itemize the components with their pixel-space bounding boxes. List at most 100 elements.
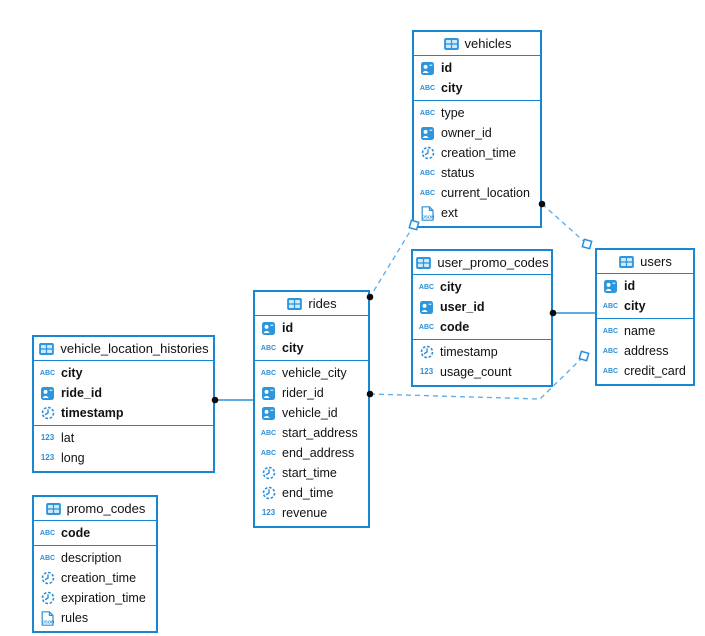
table-icon: [415, 256, 432, 269]
column-name: usage_count: [440, 364, 512, 379]
column-name: city: [440, 279, 462, 294]
column-row: owner_id: [414, 123, 540, 143]
table-icon: [618, 255, 635, 268]
column-row: timestamp: [34, 403, 213, 423]
number-type-icon: 123: [419, 367, 434, 376]
column-row: id: [597, 276, 693, 296]
column-name: start_time: [282, 465, 337, 480]
column-row: expiration_time: [34, 588, 156, 608]
table-header: rides: [255, 292, 368, 316]
uuid-type-icon: [418, 300, 435, 314]
column-name: owner_id: [441, 125, 492, 140]
column-name: start_address: [282, 425, 358, 440]
column-name: name: [624, 323, 656, 338]
column-name: end_time: [282, 485, 334, 500]
column-name: end_address: [282, 445, 355, 460]
table-title: vehicle_location_histories: [60, 341, 209, 356]
string-type-icon: ABC: [39, 554, 56, 562]
string-type-icon: ABC: [419, 169, 436, 177]
table-icon: [38, 342, 55, 355]
table-title: user_promo_codes: [437, 255, 549, 270]
column-row: user_id: [413, 297, 551, 317]
column-name: id: [624, 278, 636, 293]
string-type-icon: ABC: [602, 367, 619, 375]
column-name: ext: [441, 205, 458, 220]
relation-endpoint-square: [578, 350, 590, 362]
column-name: status: [441, 165, 475, 180]
column-name: rider_id: [282, 385, 324, 400]
string-type-icon: ABC: [602, 302, 619, 310]
json-type-icon: JSON: [39, 610, 56, 626]
number-type-icon: 123: [40, 433, 55, 442]
column-row: ABC vehicle_city: [255, 363, 368, 383]
column-name: expiration_time: [61, 590, 146, 605]
column-row: id: [414, 58, 540, 78]
column-name: code: [440, 319, 470, 334]
number-type-icon: 123: [40, 453, 55, 462]
string-type-icon: ABC: [39, 529, 56, 537]
timestamp-type-icon: [418, 345, 435, 359]
column-name: long: [61, 450, 85, 465]
string-type-icon: ABC: [260, 369, 277, 377]
uuid-type-icon: [602, 279, 619, 293]
string-type-icon: ABC: [419, 84, 436, 92]
column-name: revenue: [282, 505, 328, 520]
table-title: users: [640, 254, 672, 269]
column-name: user_id: [440, 299, 485, 314]
column-name: current_location: [441, 185, 530, 200]
relation-endpoint-square: [581, 238, 593, 250]
table-icon: [443, 37, 460, 50]
column-row: ride_id: [34, 383, 213, 403]
column-row: ABC description: [34, 548, 156, 568]
relation-line: [541, 203, 588, 245]
table-icon: [45, 502, 62, 515]
timestamp-type-icon: [39, 571, 56, 585]
uuid-type-icon: [419, 61, 436, 75]
relation-line: [369, 224, 415, 298]
uuid-type-icon: [260, 406, 277, 420]
timestamp-type-icon: [39, 406, 56, 420]
string-type-icon: ABC: [260, 344, 277, 352]
column-name: city: [61, 365, 83, 380]
table-header: vehicles: [414, 32, 540, 56]
column-name: description: [61, 550, 122, 565]
number-type-icon: 123: [261, 508, 276, 517]
column-name: vehicle_id: [282, 405, 338, 420]
column-row: 123 long: [34, 448, 213, 468]
column-name: creation_time: [61, 570, 137, 585]
column-row: end_time: [255, 483, 368, 503]
column-name: address: [624, 343, 669, 358]
columns-section: ABC description creation_time expiration_ti…: [34, 546, 156, 631]
column-row: vehicle_id: [255, 403, 368, 423]
column-row: 123 revenue: [255, 503, 368, 523]
table-header: user_promo_codes: [413, 251, 551, 275]
column-name: vehicle_city: [282, 365, 347, 380]
table-title: vehicles: [464, 36, 512, 51]
table-header: vehicle_location_histories: [34, 337, 213, 361]
column-name: ride_id: [61, 385, 102, 400]
svg-text:JSON: JSON: [42, 619, 54, 624]
